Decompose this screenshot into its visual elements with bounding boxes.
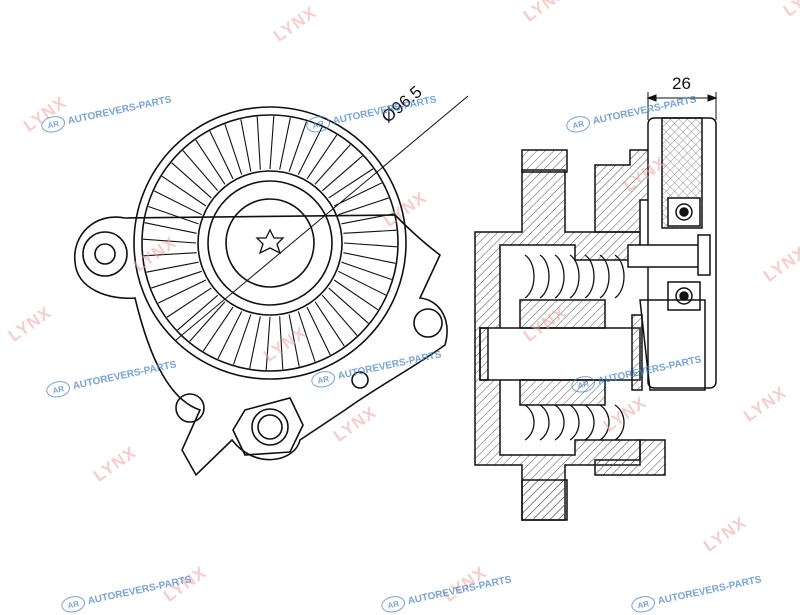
ar-logo-icon: AR: [379, 593, 407, 615]
pulley-rib: [343, 229, 397, 234]
pulley-rib: [153, 190, 202, 216]
pulley-rib: [333, 182, 383, 207]
pulley-rib: [148, 205, 199, 225]
tensioner-arm-lower: [594, 439, 666, 476]
pulley-rib: [321, 155, 363, 192]
pulley-ribs: [143, 116, 397, 370]
pulley-rib: [297, 311, 316, 362]
torsion-spring: [524, 254, 625, 441]
diameter-dimension: [175, 95, 469, 341]
pulley-rib: [189, 301, 226, 342]
inner-sleeve: [519, 299, 606, 329]
pulley-rib: [297, 126, 323, 175]
pulley-rib: [279, 316, 284, 370]
center-torx-bolt: [255, 228, 285, 255]
spring-coil: [569, 404, 580, 441]
spring-coil: [554, 404, 565, 441]
pulley-rib: [306, 134, 338, 180]
pulley-rib: [333, 279, 379, 311]
section-view: [474, 117, 717, 521]
pulley-rib: [269, 116, 275, 170]
pulley-rib: [232, 314, 252, 365]
pulley-rib: [321, 294, 358, 336]
pulley-rib: [157, 279, 207, 304]
pulley-rib: [182, 150, 219, 192]
pulley-rib: [343, 242, 397, 248]
pulley-rib: [249, 316, 261, 369]
pulley-hub: [197, 170, 343, 316]
pulley-rib: [279, 117, 291, 170]
left-bolt-boss: [82, 231, 128, 277]
spring-coil: [599, 404, 610, 441]
pulley-outer-rim: [133, 106, 407, 380]
pulley-rib: [143, 238, 197, 244]
pulley-rib: [288, 314, 300, 367]
bottom-flange: [521, 479, 568, 521]
pulley-rib: [328, 168, 374, 199]
pulley-rib: [306, 306, 331, 356]
pulley-rib: [209, 130, 234, 180]
pulley-rib: [151, 270, 202, 289]
spring-coil: [584, 404, 595, 441]
pulley-bolt: [627, 244, 709, 268]
spring-coil: [569, 254, 580, 299]
pulley-rib: [338, 197, 389, 216]
bearing-lower: [667, 281, 701, 311]
pulley-rib: [217, 311, 243, 360]
pulley-rib: [338, 270, 387, 296]
pulley-rib: [224, 124, 243, 175]
tensioner-bracket: [74, 214, 448, 477]
spring-coil: [554, 254, 565, 299]
spring-coil: [524, 404, 535, 441]
pulley-rib: [177, 294, 219, 331]
pulley-rib: [166, 287, 212, 318]
pulley-rib: [288, 121, 308, 172]
spring-coil: [539, 404, 550, 441]
right-bolt-boss: [413, 308, 443, 338]
pulley-rib: [240, 119, 252, 172]
pulley-rib: [146, 261, 199, 273]
spring-coil: [614, 254, 625, 299]
spring-coil: [584, 254, 595, 299]
hex-bolt: [232, 397, 304, 456]
spring-coil: [614, 404, 625, 441]
pulley-rib: [341, 261, 392, 281]
spring-coil: [599, 254, 610, 299]
front-view: [74, 106, 448, 477]
pulley-rib: [161, 175, 207, 207]
pulley-rib: [202, 306, 234, 352]
pulley-rib: [314, 144, 351, 185]
ar-logo-icon: AR: [59, 593, 87, 615]
width-label: 26: [672, 74, 691, 93]
pulley-rib: [341, 213, 394, 225]
pulley-rib: [256, 116, 261, 170]
spring-coil: [539, 254, 550, 299]
ar-logo-icon: AR: [629, 593, 657, 615]
pulley-rib: [171, 162, 212, 199]
pulley-rib: [314, 301, 345, 347]
pulley-rib: [343, 252, 396, 264]
pulley-rib: [144, 222, 197, 234]
pulley-rib: [265, 316, 271, 370]
pulley-rib: [143, 252, 197, 257]
pulley-rib: [195, 139, 226, 185]
pulley-rib: [328, 287, 369, 324]
drawing-canvas: [74, 92, 718, 521]
top-flange: [521, 149, 568, 173]
width-dimension: [646, 92, 718, 120]
spring-coil: [524, 254, 535, 299]
